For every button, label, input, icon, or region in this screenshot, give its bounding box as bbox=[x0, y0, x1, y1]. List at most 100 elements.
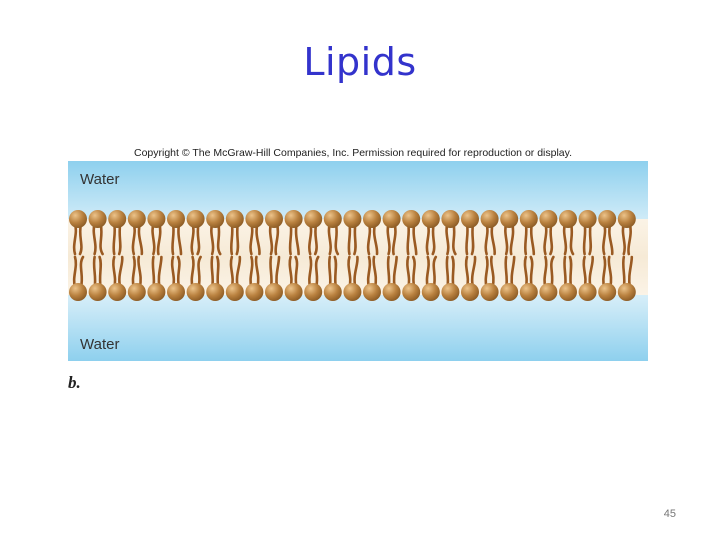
lipid-head bbox=[519, 210, 538, 228]
lipid-tail bbox=[582, 222, 587, 256]
lipid-tail bbox=[92, 255, 97, 289]
lipid-head bbox=[598, 283, 617, 301]
lipid-tail bbox=[406, 222, 411, 256]
lipid-tail bbox=[79, 255, 85, 289]
lipid-head bbox=[441, 283, 460, 301]
lipid-head bbox=[147, 283, 166, 301]
lipid-tail bbox=[504, 255, 509, 289]
lipid-head bbox=[480, 283, 499, 301]
lipid-tail bbox=[215, 255, 220, 289]
lipid-tail bbox=[171, 222, 175, 256]
lipid-tail bbox=[176, 255, 181, 289]
lipid-head bbox=[206, 283, 225, 301]
lipid-head bbox=[284, 210, 303, 228]
lipid-head bbox=[519, 283, 538, 301]
page-number: 45 bbox=[663, 508, 676, 520]
lipid-tail bbox=[568, 255, 573, 289]
lipid-head bbox=[265, 210, 283, 228]
lipid-head bbox=[500, 283, 519, 301]
lipid-tail bbox=[288, 222, 293, 256]
lipid-head bbox=[343, 210, 362, 228]
lipid-tail bbox=[347, 222, 352, 256]
lipid-head bbox=[225, 210, 244, 228]
lipid-head bbox=[539, 210, 558, 228]
lipid-head bbox=[323, 210, 342, 228]
lipid-head bbox=[304, 210, 323, 228]
lipid-tail bbox=[621, 255, 626, 289]
lipid-head bbox=[108, 210, 127, 228]
lipid-head bbox=[225, 283, 244, 301]
lipid-tail bbox=[294, 255, 299, 289]
lipid-tail bbox=[269, 255, 273, 289]
lipid-tail bbox=[117, 222, 122, 256]
lipid-head bbox=[323, 283, 342, 301]
lipid-head bbox=[500, 210, 519, 228]
lipid-tail bbox=[151, 255, 156, 289]
lipid-head bbox=[480, 210, 499, 228]
slide-title: Lipids bbox=[303, 40, 417, 84]
lipid-head bbox=[559, 283, 577, 301]
lipid-tail bbox=[98, 255, 103, 289]
lipid-tail bbox=[229, 222, 234, 256]
lipid-tail bbox=[523, 222, 528, 256]
lipid-tail bbox=[112, 222, 117, 256]
lipid-tail bbox=[529, 255, 534, 289]
lipid-tail bbox=[549, 222, 554, 256]
copyright-notice: Copyright © The McGraw-Hill Companies, I… bbox=[134, 147, 573, 159]
lipid-head bbox=[245, 210, 264, 228]
lipid-head bbox=[167, 210, 185, 228]
lipid-head bbox=[69, 283, 87, 301]
lipid-head bbox=[578, 283, 597, 301]
lipid-head bbox=[127, 210, 146, 228]
lipid-bilayer-illustration bbox=[68, 161, 648, 361]
water-label-top: Water bbox=[80, 171, 120, 188]
lipid-head bbox=[461, 210, 479, 228]
lipid-head bbox=[421, 210, 440, 228]
lipid-head bbox=[402, 210, 421, 228]
lipid-head bbox=[108, 283, 127, 301]
lipid-head bbox=[382, 283, 401, 301]
lipid-head bbox=[147, 210, 166, 228]
lipid-tail bbox=[550, 255, 555, 289]
lipid-tail bbox=[333, 255, 338, 289]
lipid-head bbox=[88, 210, 107, 228]
lipid-tail bbox=[386, 255, 391, 289]
lipid-head bbox=[382, 210, 401, 228]
lipid-head bbox=[598, 210, 617, 228]
lipid-tail bbox=[588, 222, 593, 256]
lipid-heads bbox=[69, 210, 636, 301]
lipid-head bbox=[69, 210, 87, 228]
lipid-head bbox=[206, 210, 225, 228]
lipid-head bbox=[363, 283, 381, 301]
lipid-tail bbox=[197, 255, 202, 289]
lipid-head bbox=[88, 283, 107, 301]
lipid-head bbox=[559, 210, 577, 228]
lipid-head bbox=[441, 210, 460, 228]
lipid-tail bbox=[569, 222, 575, 256]
lipid-head bbox=[245, 283, 264, 301]
lipid-tail bbox=[465, 222, 469, 256]
lipid-head bbox=[284, 283, 303, 301]
lipid-head bbox=[578, 210, 597, 228]
lipid-tail bbox=[353, 222, 357, 256]
lipid-tail bbox=[313, 222, 318, 256]
lipid-tail bbox=[196, 222, 201, 256]
lipid-tail bbox=[431, 222, 436, 256]
lipid-tail bbox=[470, 222, 475, 256]
lipid-tail bbox=[563, 255, 567, 289]
lipid-tail bbox=[210, 255, 215, 289]
lipid-head bbox=[343, 283, 362, 301]
lipid-head bbox=[127, 283, 146, 301]
lipid-tail bbox=[78, 222, 83, 256]
lipid-tail bbox=[445, 255, 450, 289]
lipid-bilayer-drawing bbox=[68, 161, 648, 361]
lipid-head bbox=[539, 283, 558, 301]
lipid-tail bbox=[452, 222, 457, 256]
lipid-head bbox=[186, 210, 205, 228]
lipid-head bbox=[363, 210, 381, 228]
lipid-tail bbox=[451, 255, 455, 289]
lipid-head bbox=[617, 283, 636, 301]
lipid-tail bbox=[216, 222, 222, 256]
water-label-bottom: Water bbox=[80, 336, 120, 353]
lipid-head bbox=[461, 283, 479, 301]
